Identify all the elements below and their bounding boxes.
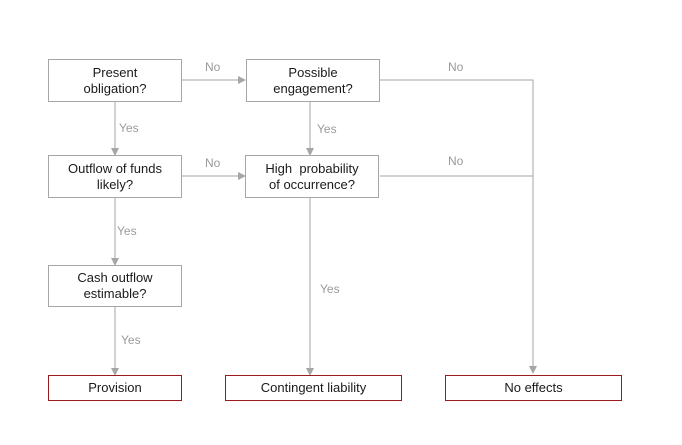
edge-label-obligation-yes: Yes: [119, 121, 139, 135]
node-label: High probability of occurrence?: [265, 160, 359, 192]
outcome-provision: Provision: [48, 375, 182, 401]
edge-label-engagement-yes: Yes: [317, 122, 337, 136]
node-label: Present obligation?: [83, 64, 147, 96]
node-present-obligation: Present obligation?: [48, 59, 182, 102]
outcome-no-effects: No effects: [445, 375, 622, 401]
node-outflow-likely: Outflow of funds likely?: [48, 155, 182, 198]
node-label: Outflow of funds likely?: [68, 160, 162, 192]
edge-label-estimable-yes: Yes: [121, 333, 141, 347]
node-high-probability: High probability of occurrence?: [245, 155, 379, 198]
node-label: Provision: [88, 380, 142, 395]
outcome-contingent-liability: Contingent liability: [225, 375, 402, 401]
node-label: Contingent liability: [260, 380, 367, 395]
connector-engagement-to-no-effects: [380, 79, 537, 374]
edge-label-outflow-yes: Yes: [117, 224, 137, 238]
edge-label-engagement-no: No: [448, 60, 464, 74]
edge-label-outflow-no: No: [205, 156, 221, 170]
node-label: No effects: [504, 380, 563, 395]
edge-label-obligation-no: No: [205, 60, 221, 74]
node-label: Cash outflow estimable?: [77, 270, 153, 301]
node-cash-outflow-estimable: Cash outflow estimable?: [48, 265, 182, 307]
node-label: Possible engagement?: [273, 64, 353, 96]
edge-label-probability-yes: Yes: [320, 282, 340, 296]
node-possible-engagement: Possible engagement?: [246, 59, 380, 102]
edge-label-probability-no: No: [448, 154, 464, 168]
